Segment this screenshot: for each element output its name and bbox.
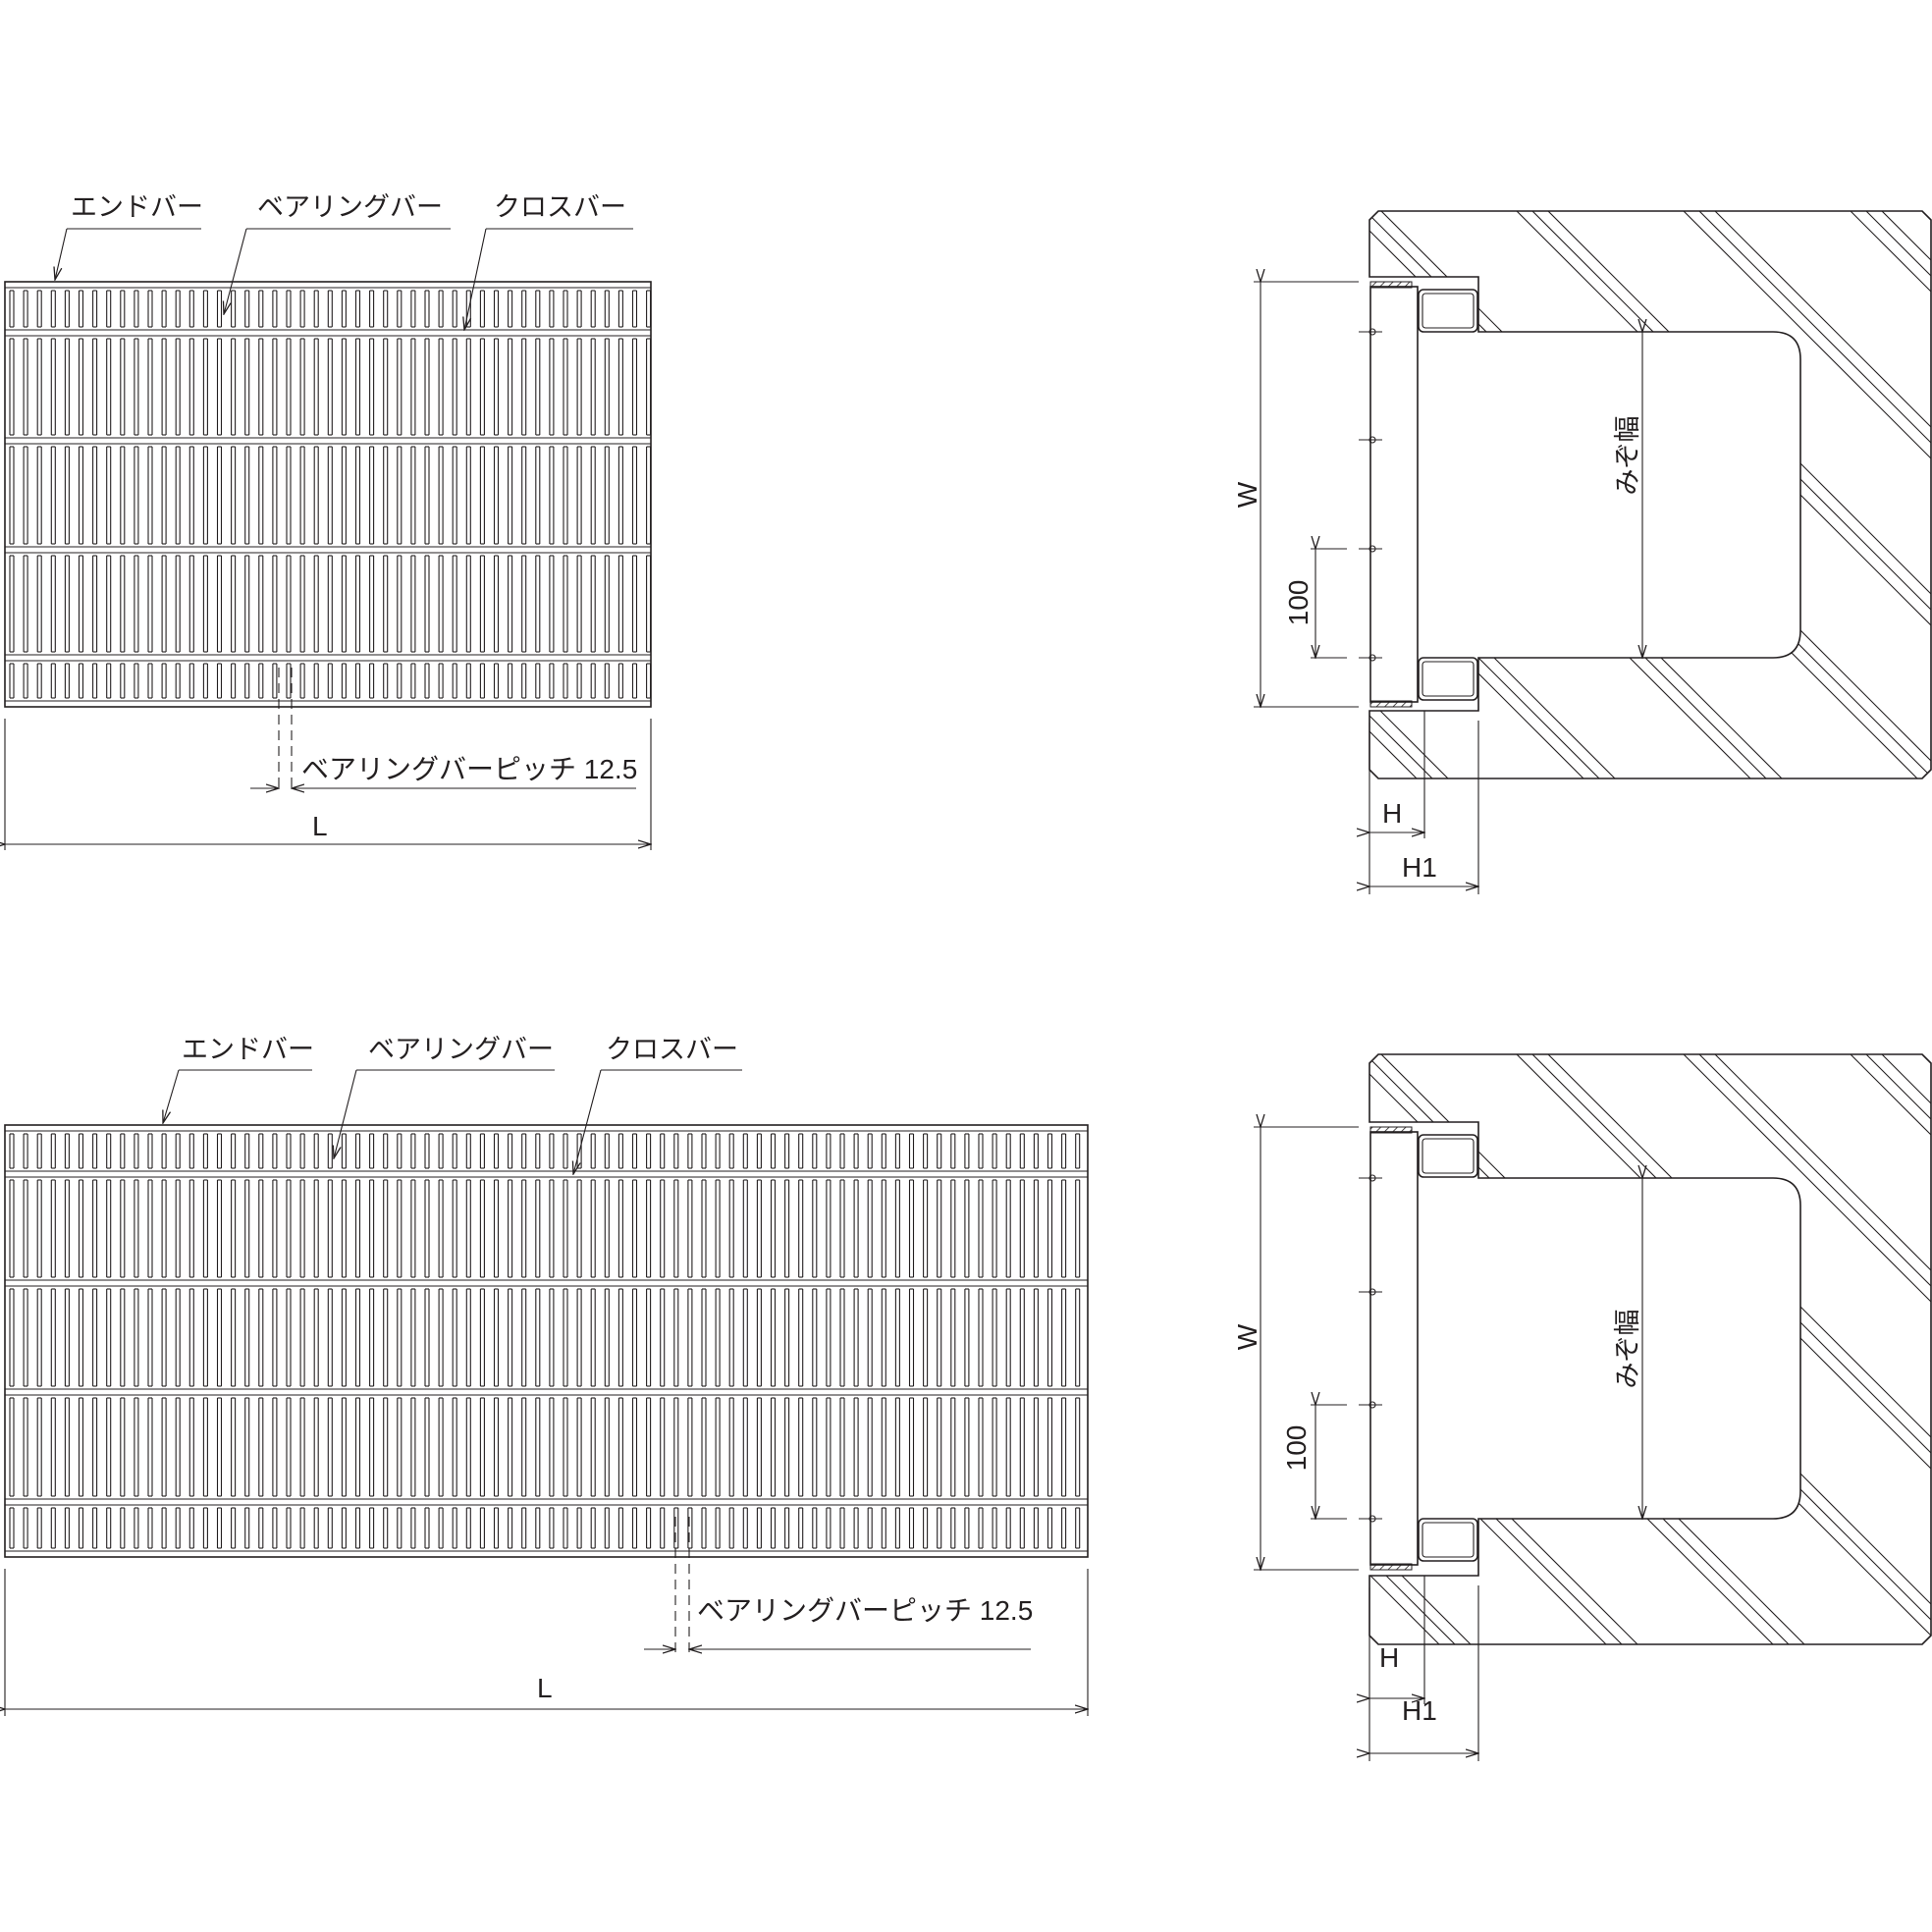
cross-section-top xyxy=(1254,210,1932,894)
top-labels: エンドバー ベアリングバー クロスバー xyxy=(55,192,633,330)
bearing-bar-label: ベアリングバー xyxy=(368,1035,554,1065)
top-dimensions: ベアリングバーピッチ 12.5 L xyxy=(5,668,651,850)
bearing-bar-pitch-label: ベアリングバーピッチ 12.5 xyxy=(697,1595,1033,1626)
bottom-labels: エンドバー ベアリングバー クロスバー xyxy=(163,1035,742,1174)
cross-bar-label: クロスバー xyxy=(494,192,626,223)
bearing-bar-pitch-label: ベアリングバーピッチ 12.5 xyxy=(301,754,637,784)
grating-plan-view-top xyxy=(4,281,652,708)
bottom-dimensions: ベアリングバーピッチ 12.5 L xyxy=(5,1517,1088,1716)
cross-bar-label: クロスバー xyxy=(606,1035,738,1065)
h-label: H xyxy=(1379,1642,1399,1673)
width-label: W xyxy=(1232,481,1262,508)
top-section-labels: W 100 みぞ幅 H H1 xyxy=(1232,416,1643,884)
width-label: W xyxy=(1232,1323,1262,1350)
bearing-bar-label: ベアリングバー xyxy=(257,192,443,223)
length-label: L xyxy=(312,811,328,841)
cross-section-bottom xyxy=(1254,1053,1932,1761)
grating-plan-view-bottom xyxy=(4,1124,1089,1558)
spacing-label: 100 xyxy=(1281,1425,1312,1472)
length-label: L xyxy=(537,1673,553,1703)
h1-label: H1 xyxy=(1402,852,1437,883)
end-bar-label: エンドバー xyxy=(182,1035,314,1065)
spacing-label: 100 xyxy=(1283,580,1314,626)
h-label: H xyxy=(1382,798,1402,829)
groove-width-label: みぞ幅 xyxy=(1613,1310,1643,1389)
bottom-section-labels: W 100 みぞ幅 H H1 xyxy=(1232,1310,1643,1727)
groove-width-label: みぞ幅 xyxy=(1613,416,1643,496)
h1-label: H1 xyxy=(1402,1695,1437,1726)
end-bar-label: エンドバー xyxy=(71,192,203,223)
